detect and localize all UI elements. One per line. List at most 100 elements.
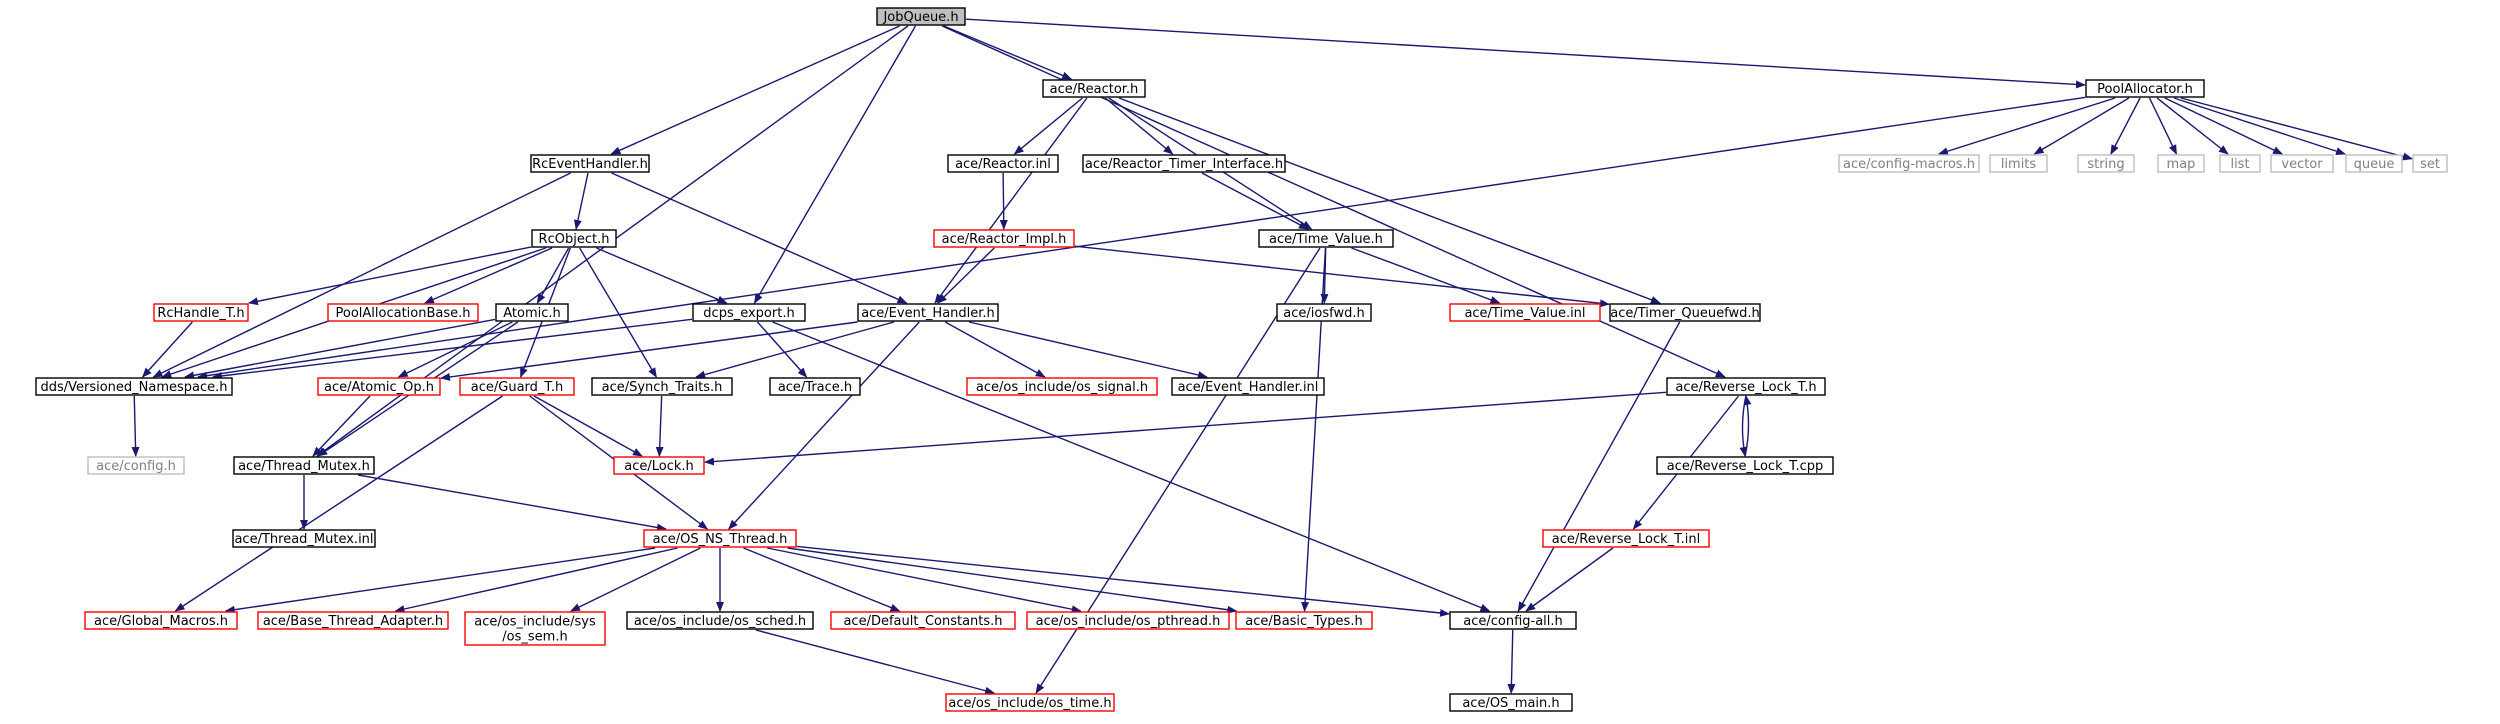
node-os-sched[interactable]: ace/os_include/os_sched.h xyxy=(626,611,814,630)
edge-rcobject-to-dcps_export xyxy=(596,247,728,304)
node-os-time[interactable]: ace/os_include/os_time.h xyxy=(945,693,1115,712)
node-os-pthread[interactable]: ace/os_include/os_pthread.h xyxy=(1026,611,1230,630)
edge-jobqueue-to-poolalloc xyxy=(965,18,2086,89)
edge-reverse_lock_cpp-to-reverse_lock xyxy=(1743,395,1752,457)
node-label: ace/os_include/sys xyxy=(474,615,596,630)
node-versioned-ns[interactable]: dds/Versioned_Namespace.h xyxy=(35,377,233,396)
edge-timer_queuefwd-to-config_all xyxy=(1517,321,1681,612)
node-box xyxy=(945,693,1115,712)
node-default-constants[interactable]: ace/Default_Constants.h xyxy=(830,611,1016,630)
edge-atomic-to-atomic_op xyxy=(397,321,513,378)
node-config-all[interactable]: ace/config-all.h xyxy=(1449,611,1577,630)
node-box xyxy=(2412,154,2448,173)
node-label: ace/OS_main.h xyxy=(1462,696,1559,711)
node-thread-mutex[interactable]: ace/Thread_Mutex.h xyxy=(233,456,375,475)
edge-reactor-to-reactor_timer xyxy=(1104,97,1174,155)
node-reactor-inl[interactable]: ace/Reactor.inl xyxy=(947,154,1059,173)
edge-config_all-to-os_main xyxy=(1507,629,1516,694)
node-vector[interactable]: vector xyxy=(2270,154,2334,173)
node-label: ace/Global_Macros.h xyxy=(94,614,228,629)
node-box xyxy=(830,611,1016,630)
node-string[interactable]: string xyxy=(2077,154,2135,173)
node-config-h[interactable]: ace/config.h xyxy=(87,456,185,475)
node-synch-traits[interactable]: ace/Synch_Traits.h xyxy=(591,377,733,396)
node-timer-queuefwd[interactable]: ace/Timer_Queuefwd.h xyxy=(1609,303,1761,322)
node-box xyxy=(626,611,814,630)
node-label: Atomic.h xyxy=(503,306,561,321)
node-label: dcps_export.h xyxy=(703,306,794,321)
node-label: RcObject.h xyxy=(539,232,610,247)
node-jobqueue[interactable]: JobQueue.h xyxy=(876,7,966,26)
node-thread-mutex-inl[interactable]: ace/Thread_Mutex.inl xyxy=(232,529,376,548)
node-rchandle[interactable]: RcHandle_T.h xyxy=(153,303,249,322)
node-label: ace/Reverse_Lock_T.cpp xyxy=(1667,459,1824,474)
node-set[interactable]: set xyxy=(2412,154,2448,173)
node-limits[interactable]: limits xyxy=(1989,154,2048,173)
node-dcps-export[interactable]: dcps_export.h xyxy=(692,303,806,322)
node-reactor-timer[interactable]: ace/Reactor_Timer_Interface.h xyxy=(1082,154,1286,173)
node-box xyxy=(1235,611,1373,630)
edge-rcobject-to-poolallocbase xyxy=(424,247,553,304)
node-poolalloc[interactable]: PoolAllocator.h xyxy=(2085,79,2205,98)
node-box xyxy=(933,229,1075,248)
node-box xyxy=(233,456,375,475)
node-basic-types[interactable]: ace/Basic_Types.h xyxy=(1235,611,1373,630)
node-os-sem[interactable]: ace/os_include/sys/os_sem.h xyxy=(464,611,606,646)
node-event-handler-inl[interactable]: ace/Event_Handler.inl xyxy=(1171,377,1325,396)
edge-os_sched-to-os_time xyxy=(755,629,996,695)
node-os-ns-thread[interactable]: ace/OS_NS_Thread.h xyxy=(643,529,797,548)
node-reverse-lock[interactable]: ace/Reverse_Lock_T.h xyxy=(1666,377,1826,396)
node-label: dds/Versioned_Namespace.h xyxy=(40,380,227,395)
node-box xyxy=(153,303,249,322)
node-reverse-lock-inl[interactable]: ace/Reverse_Lock_T.inl xyxy=(1542,529,1710,548)
node-label: ace/Reactor.h xyxy=(1050,82,1139,97)
edge-versioned_ns-to-config_h xyxy=(131,395,140,457)
node-box xyxy=(1082,154,1286,173)
node-reactor-impl[interactable]: ace/Reactor_Impl.h xyxy=(933,229,1075,248)
node-box xyxy=(2270,154,2334,173)
node-config-macros[interactable]: ace/config-macros.h xyxy=(1838,154,1980,173)
node-base-thread-adapter[interactable]: ace/Base_Thread_Adapter.h xyxy=(257,611,449,630)
node-reactor[interactable]: ace/Reactor.h xyxy=(1042,79,1146,98)
edge-reactor_timer-to-time_value xyxy=(1201,172,1309,230)
node-box xyxy=(87,456,185,475)
node-queue[interactable]: queue xyxy=(2345,154,2403,173)
node-map[interactable]: map xyxy=(2157,154,2205,173)
node-atomic[interactable]: Atomic.h xyxy=(495,303,569,322)
edge-reactor_impl-to-event_handler xyxy=(937,247,995,304)
node-rceventhandler[interactable]: RcEventHandler.h xyxy=(530,154,650,173)
node-box xyxy=(495,303,569,322)
node-label: ace/Thread_Mutex.h xyxy=(238,459,370,474)
node-label: JobQueue.h xyxy=(882,10,958,25)
edge-rceventhandler-to-versioned_ns xyxy=(152,172,571,378)
node-time-value-inl[interactable]: ace/Time_Value.inl xyxy=(1449,303,1601,322)
node-global-macros[interactable]: ace/Global_Macros.h xyxy=(84,611,238,630)
node-event-handler[interactable]: ace/Event_Handler.h xyxy=(857,303,999,322)
node-os-signal[interactable]: ace/os_include/os_signal.h xyxy=(966,377,1158,396)
node-os-main[interactable]: ace/OS_main.h xyxy=(1449,693,1573,712)
node-time-value[interactable]: ace/Time_Value.h xyxy=(1258,229,1394,248)
edge-thread_mutex-to-os_ns_thread xyxy=(358,474,667,532)
node-poolallocbase[interactable]: PoolAllocationBase.h xyxy=(327,303,479,322)
edge-rceventhandler-to-event_handler xyxy=(611,172,908,304)
node-rcobject[interactable]: RcObject.h xyxy=(531,229,617,248)
node-iosfwd[interactable]: ace/iosfwd.h xyxy=(1276,303,1372,322)
node-guard-t[interactable]: ace/Guard_T.h xyxy=(459,377,575,396)
node-reverse-lock-cpp[interactable]: ace/Reverse_Lock_T.cpp xyxy=(1656,456,1834,475)
node-label: PoolAllocator.h xyxy=(2097,82,2193,97)
node-label: ace/OS_NS_Thread.h xyxy=(653,532,788,547)
node-box xyxy=(613,456,705,475)
node-box xyxy=(1542,529,1710,548)
node-label: ace/Reverse_Lock_T.inl xyxy=(1552,532,1700,547)
node-list[interactable]: list xyxy=(2219,154,2261,173)
node-lock[interactable]: ace/Lock.h xyxy=(613,456,705,475)
edge-rcobject-to-synch_traits xyxy=(579,247,657,378)
node-label: ace/Time_Value.h xyxy=(1269,232,1383,247)
node-box xyxy=(1449,303,1601,322)
node-atomic-op[interactable]: ace/Atomic_Op.h xyxy=(317,377,441,396)
edge-poolalloc-to-map xyxy=(2148,97,2178,155)
node-trace[interactable]: ace/Trace.h xyxy=(769,377,861,396)
edge-os_ns_thread-to-config_all xyxy=(796,545,1450,617)
node-box xyxy=(1276,303,1372,322)
node-label: ace/Event_Handler.inl xyxy=(1178,380,1319,395)
